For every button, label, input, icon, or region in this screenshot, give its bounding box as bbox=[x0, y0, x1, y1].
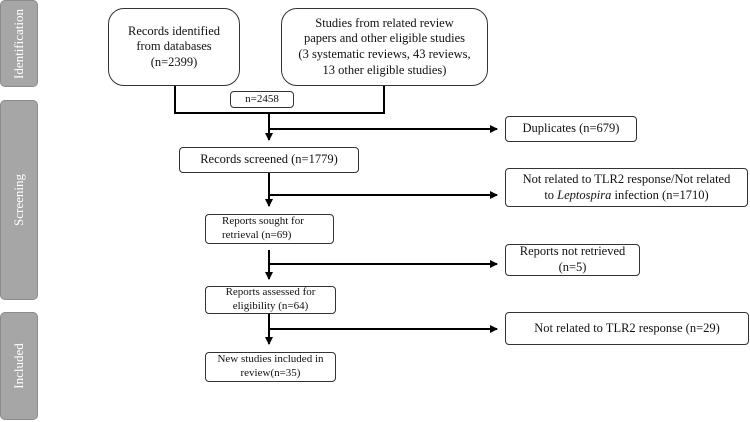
excluded-screening-box: Not related to TLR2 response/Not related… bbox=[505, 168, 748, 207]
records-other-line4: 13 other eligible studies) bbox=[322, 62, 447, 77]
reports-assessed-line2: eligibility (n=64) bbox=[232, 300, 309, 312]
phase-screening: Screening bbox=[0, 100, 38, 300]
records-other-sources-box: Studies from related review papers and o… bbox=[281, 8, 488, 86]
reports-sought-line1: Reports sought for bbox=[222, 215, 304, 228]
excluded-screening-line1: Not related to TLR2 response/Not related bbox=[522, 171, 731, 186]
studies-included-line1: New studies included in bbox=[217, 353, 324, 366]
studies-included-line2: review(n=35) bbox=[240, 367, 301, 379]
leptospira-term: Leptospira bbox=[557, 187, 612, 202]
phase-included: Included bbox=[0, 312, 38, 420]
duplicates-box: Duplicates (n=679) bbox=[505, 116, 637, 142]
excluded-screening-line2-post: infection (n=1710) bbox=[611, 187, 709, 202]
records-databases-box: Records identified from databases (n=239… bbox=[108, 8, 240, 86]
reports-sought-line2: retrieval (n=69) bbox=[222, 229, 292, 241]
combined-count: n=2458 bbox=[245, 92, 279, 105]
reports-not-retrieved-box: Reports not retrieved (n=5) bbox=[505, 244, 640, 276]
reports-assessed-line1: Reports assessed for bbox=[225, 286, 316, 299]
records-databases-line2: from databases bbox=[136, 39, 212, 54]
excluded-screening-line2-pre: to bbox=[544, 187, 558, 202]
duplicates-text: Duplicates (n=679) bbox=[522, 121, 620, 136]
combined-count-box: n=2458 bbox=[230, 91, 294, 108]
records-databases-count: (n=2399) bbox=[150, 54, 198, 69]
records-other-line2: papers and other eligible studies bbox=[303, 31, 466, 46]
records-screened-box: Records screened (n=1779) bbox=[179, 147, 359, 173]
excluded-assessment-text: Not related to TLR2 response (n=29) bbox=[534, 320, 720, 335]
reports-assessed-box: Reports assessed for eligibility (n=64) bbox=[205, 286, 336, 314]
records-databases-line1: Records identified bbox=[128, 23, 220, 38]
reports-sought-box: Reports sought for retrieval (n=69) bbox=[205, 214, 334, 244]
records-screened-text: Records screened (n=1779) bbox=[200, 152, 338, 167]
excluded-screening-line2: to Leptospira infection (n=1710) bbox=[544, 188, 708, 204]
reports-not-retrieved-line2: (n=5) bbox=[558, 260, 587, 274]
studies-included-box: New studies included in review(n=35) bbox=[205, 352, 336, 382]
phase-identification: Identification bbox=[0, 0, 38, 87]
records-other-line1: Studies from related review bbox=[315, 15, 454, 30]
records-other-line3: (3 systematic reviews, 43 reviews, bbox=[298, 47, 471, 61]
reports-not-retrieved-line1: Reports not retrieved bbox=[519, 244, 626, 259]
excluded-assessment-box: Not related to TLR2 response (n=29) bbox=[505, 312, 749, 345]
